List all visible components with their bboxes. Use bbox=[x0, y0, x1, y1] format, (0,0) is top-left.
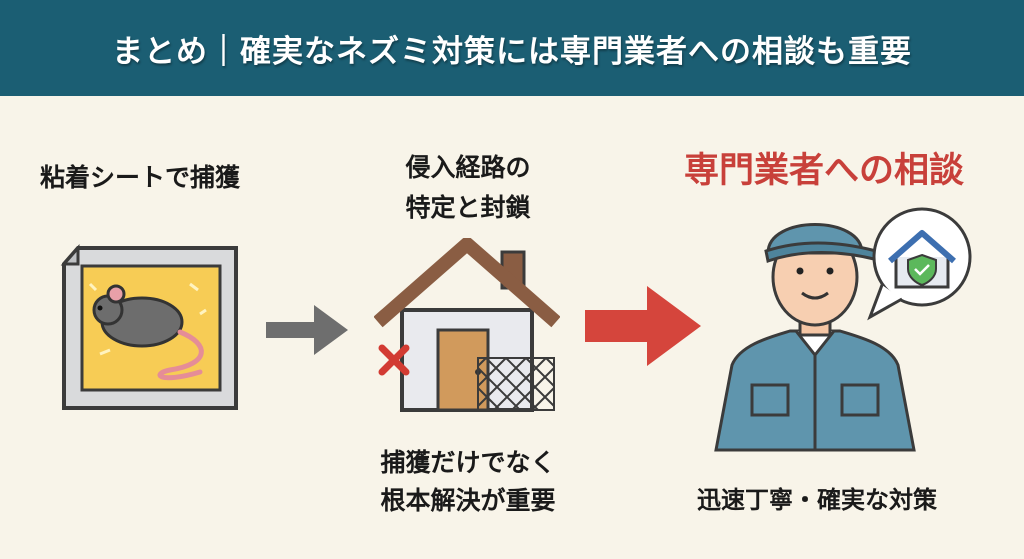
step2-label-line1: 侵入経路の bbox=[405, 153, 531, 182]
step3-label: 専門業者への相談 bbox=[684, 151, 965, 191]
arrow-right-gray-icon bbox=[266, 305, 348, 355]
pest-control-worker-icon bbox=[714, 207, 972, 452]
step2-caption: 捕獲だけでなく 根本解決が重要 bbox=[358, 444, 578, 520]
page-title: まとめ｜確実なネズミ対策には専門業者への相談も重要 bbox=[112, 33, 912, 70]
step1-label: 粘着シートで捕獲 bbox=[40, 163, 241, 192]
step2-caption-line2: 根本解決が重要 bbox=[380, 486, 556, 515]
step2-label: 侵入経路の 特定と封鎖 bbox=[368, 148, 568, 228]
arrow-right-red-icon bbox=[585, 286, 701, 366]
sealed-house-icon bbox=[374, 238, 560, 412]
step2-label-line2: 特定と封鎖 bbox=[405, 193, 531, 222]
header-banner: まとめ｜確実なネズミ対策には専門業者への相談も重要 bbox=[0, 0, 1024, 96]
sticky-trap-mouse-icon bbox=[60, 244, 238, 410]
step3-caption: 迅速丁寧・確実な対策 bbox=[697, 486, 937, 514]
step2-caption-line1: 捕獲だけでなく bbox=[380, 448, 556, 477]
